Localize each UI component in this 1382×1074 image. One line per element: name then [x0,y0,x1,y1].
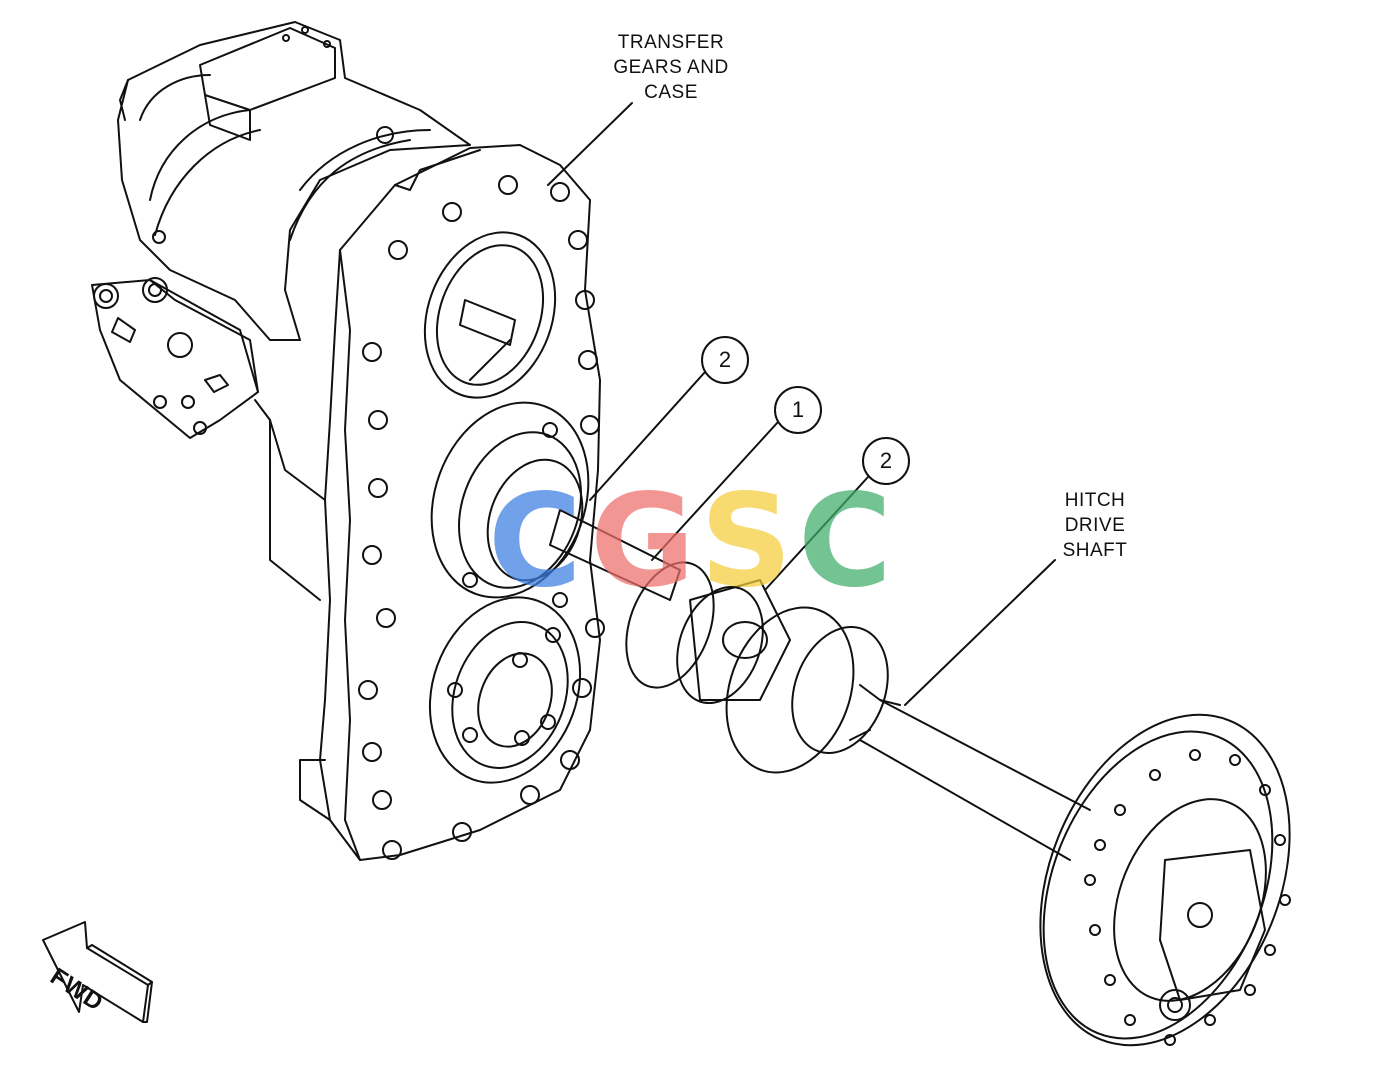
label-hitch-line-3: SHAFT [1062,540,1128,561]
label-transfer-line-1: TRANSFER [617,32,725,53]
label-transfer-gears-and-case: TRANSFER GEARS AND CASE [596,30,746,105]
transfer-case-body [254,144,605,861]
watermark-letter-4: C [798,467,892,616]
leader-callout-mid [651,421,779,561]
leader-callout-right [764,476,869,591]
label-hitch-line-1: HITCH [1064,490,1126,511]
middle-flange [430,401,590,608]
hydraulic-block [91,277,259,439]
callout-2-right: 2 [862,437,910,485]
watermark-letter-1: C [488,467,582,616]
leader-hitch [904,559,1056,706]
label-transfer-line-2: GEARS AND [613,57,729,78]
fwd-arrow-icon [42,921,153,1023]
hitch-disk [1039,713,1291,1047]
label-hitch-line-2: DRIVE [1064,515,1126,536]
label-transfer-line-3: CASE [644,82,698,103]
callout-1: 1 [774,386,822,434]
upper-housing [117,21,471,341]
leader-transfer [547,102,633,186]
label-hitch-drive-shaft: HITCH DRIVE SHAFT [1040,488,1150,563]
watermark-letter-3: S [700,467,793,616]
lower-flange [428,596,582,784]
leader-callout-top [589,371,706,501]
drive-shaft [549,509,1091,861]
watermark-letter-2: G [590,467,696,616]
callout-2-top: 2 [701,336,749,384]
top-port [423,231,557,399]
